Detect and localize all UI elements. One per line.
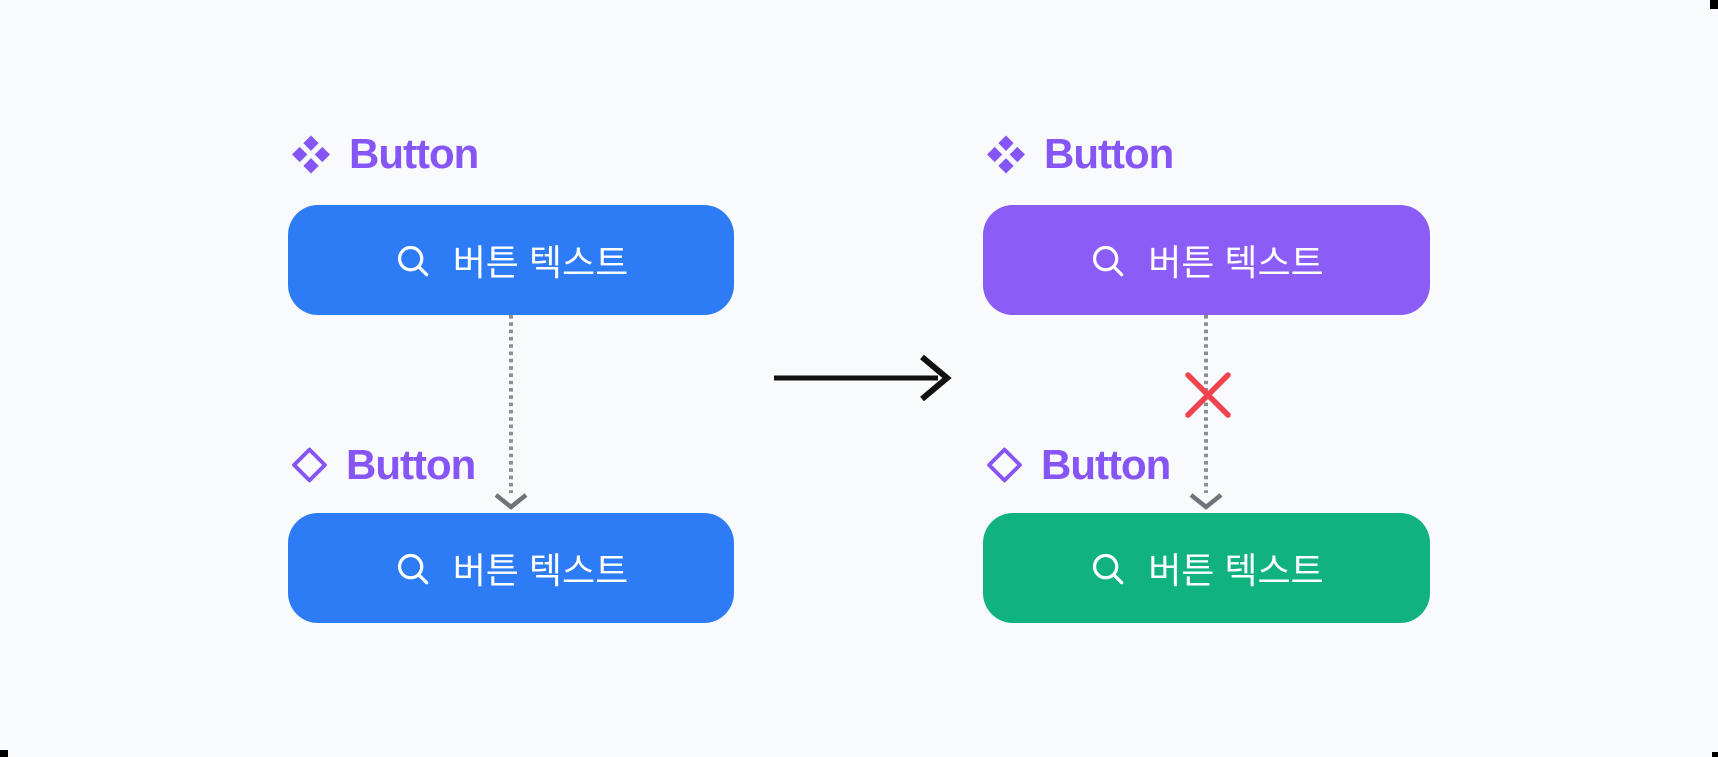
before-connector-dotted-line (509, 315, 513, 493)
before-component-button-text: 버튼 텍스트 (452, 242, 629, 283)
before-instance-label-text: Button (346, 441, 476, 488)
corner-artifact-top-right (1710, 0, 1718, 9)
before-component-label: Button (291, 130, 479, 177)
after-component-button-text: 버튼 텍스트 (1148, 242, 1324, 283)
after-component-label: Button (986, 130, 1174, 177)
search-icon (394, 550, 431, 587)
instance-icon (291, 446, 328, 484)
arrow-right-icon (774, 354, 952, 402)
after-instance-button-text: 버튼 텍스트 (1148, 550, 1324, 591)
after-component-button[interactable]: 버튼 텍스트 (983, 205, 1430, 315)
component-icon (291, 134, 331, 175)
component-icon (986, 134, 1026, 175)
search-icon (1089, 550, 1126, 587)
instance-icon (986, 446, 1023, 484)
after-instance-label-text: Button (1041, 441, 1171, 488)
before-connector-arrowhead-icon (494, 493, 528, 510)
search-icon (394, 242, 431, 279)
before-instance-button[interactable]: 버튼 텍스트 (288, 513, 734, 623)
search-icon (1089, 242, 1126, 279)
before-component-label-text: Button (349, 130, 479, 177)
after-component-label-text: Button (1044, 130, 1174, 177)
x-icon (1185, 372, 1231, 418)
after-instance-button[interactable]: 버튼 텍스트 (983, 513, 1430, 623)
corner-artifact-bottom-left (0, 750, 8, 757)
corner-artifact-bottom-right (1712, 752, 1718, 757)
after-instance-label: Button (986, 441, 1171, 488)
before-component-button[interactable]: 버튼 텍스트 (288, 205, 734, 315)
before-instance-label: Button (291, 441, 476, 488)
after-connector-arrowhead-icon (1189, 493, 1223, 510)
before-instance-button-text: 버튼 텍스트 (452, 550, 629, 591)
after-connector-dotted-line (1204, 315, 1208, 493)
